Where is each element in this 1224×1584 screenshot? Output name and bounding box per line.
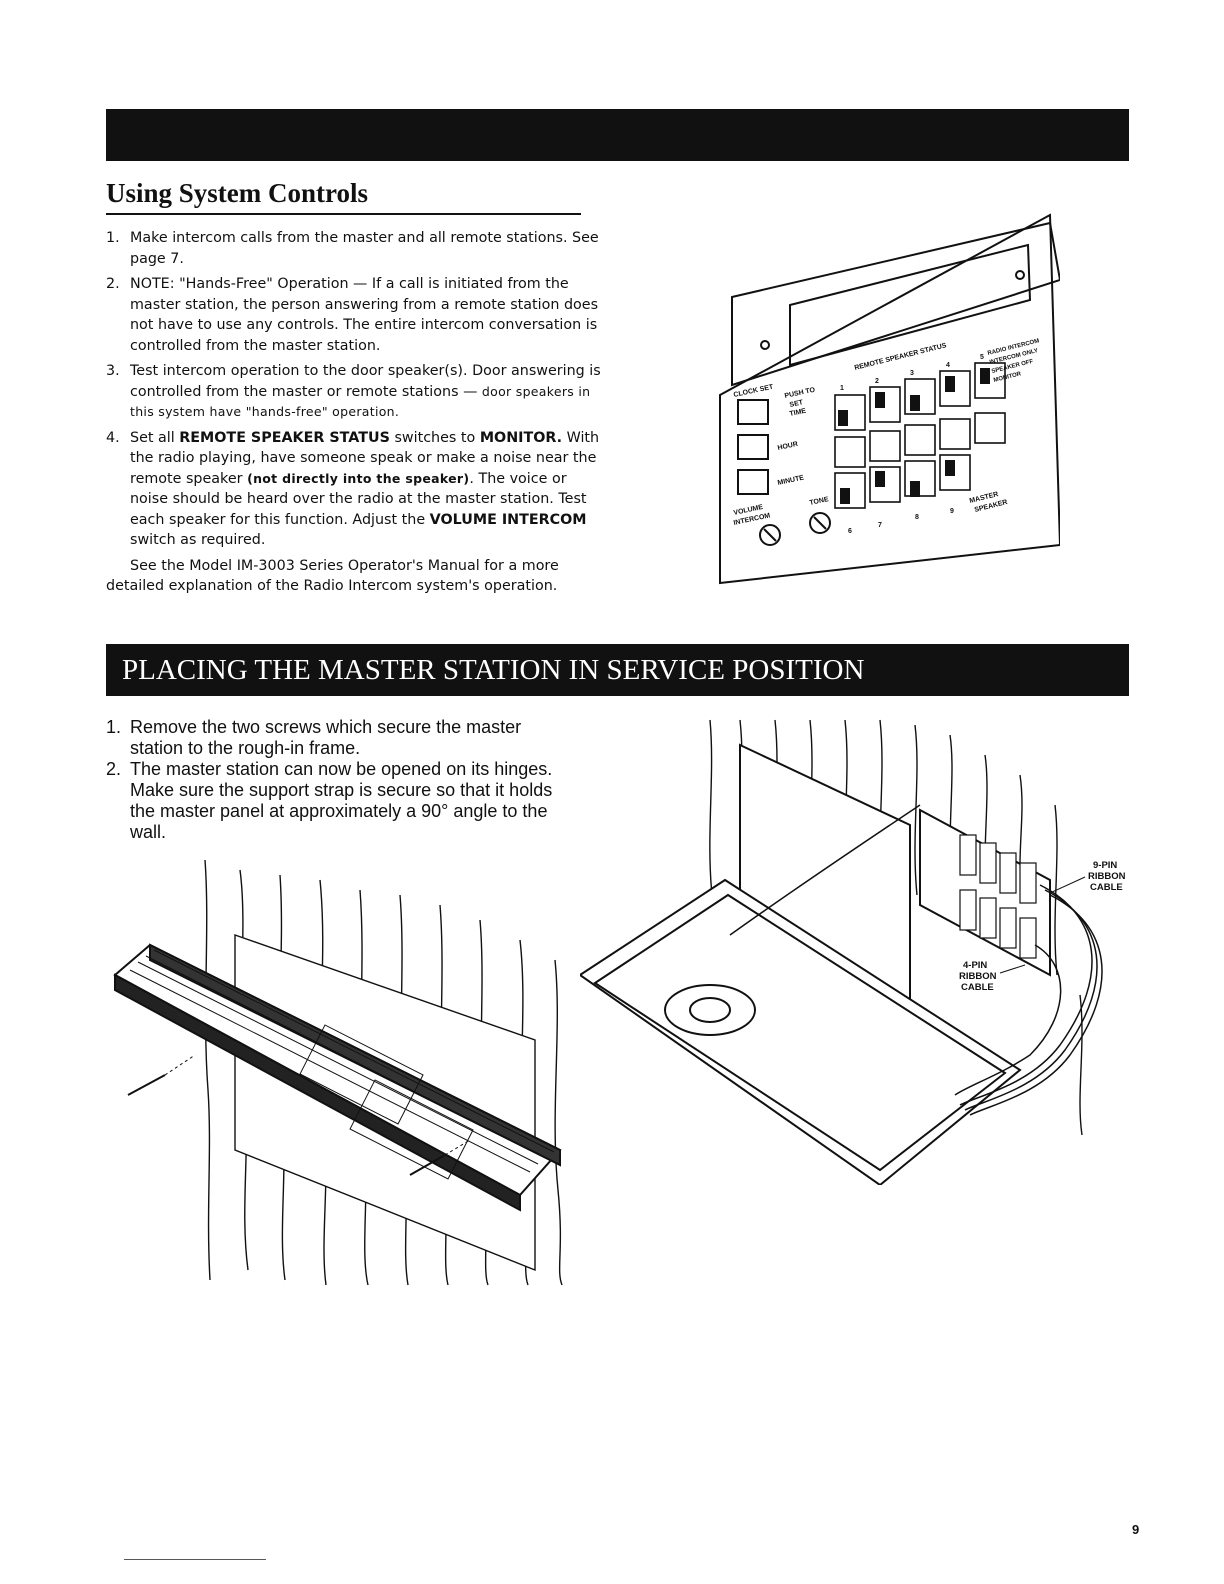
switch-number: 5 [980, 354, 984, 361]
control-panel-figure: CLOCK SET PUSH TO SET TIME HOUR MINUTE V… [719, 213, 1060, 585]
open-station-figure: 9-PIN RIBBON CABLE 4-PIN RIBBON CABLE [580, 719, 1126, 1185]
label-time: TIME [789, 408, 807, 418]
label-tone: TONE [809, 496, 830, 507]
label-hour: HOUR [777, 441, 799, 452]
wall-frame-figure [113, 859, 563, 1286]
switch-number: 8 [915, 514, 919, 521]
footer-rule [124, 1559, 266, 1560]
label-set: SET [789, 399, 804, 409]
header-bar [106, 109, 1129, 161]
switch-number: 7 [878, 522, 882, 529]
section2-title: PLACING THE MASTER STATION IN SERVICE PO… [106, 644, 1129, 696]
switch-number: 4 [946, 362, 950, 369]
steps-list: 1. Make intercom calls from the master a… [106, 228, 606, 597]
title-divider [106, 213, 581, 215]
page-number: 9 [1132, 1522, 1140, 1537]
list-item: 3. Test intercom operation to the door s… [106, 363, 601, 419]
label-4pin: 4-PIN [963, 960, 987, 971]
label-clock-set: CLOCK SET [733, 384, 775, 399]
switch-number: 1 [840, 385, 844, 392]
list-item: 2. The master station can now be opened … [106, 759, 553, 842]
list-item: 2. NOTE: "Hands-Free" Operation — If a c… [106, 276, 599, 354]
label-9pin: 9-PIN [1093, 860, 1117, 871]
label-minute: MINUTE [777, 474, 805, 486]
switch-number: 2 [875, 378, 879, 385]
switch-number: 9 [950, 508, 954, 515]
label-remote-speaker-status: REMOTE SPEAKER STATUS [854, 342, 948, 372]
switch-number: 6 [848, 528, 852, 535]
switch-number: 3 [910, 370, 914, 377]
section-title: Using System Controls [106, 178, 369, 208]
steps-list-2: 1. Remove the two screws which secure th… [106, 717, 576, 843]
label-4pin-cable: CABLE [961, 982, 994, 993]
see-also-note: See the Model IM-3003 Series Operator's … [106, 557, 559, 595]
label-push-to: PUSH TO [784, 387, 816, 400]
list-item: 1. Remove the two screws which secure th… [106, 717, 522, 758]
label-4pin-ribbon: RIBBON [959, 971, 997, 982]
list-item: 1. Make intercom calls from the master a… [106, 230, 599, 267]
list-item: 4. Set all REMOTE SPEAKER STATUS switche… [106, 429, 600, 549]
label-9pin-cable: CABLE [1090, 882, 1123, 893]
label-9pin-ribbon: RIBBON [1088, 871, 1126, 882]
